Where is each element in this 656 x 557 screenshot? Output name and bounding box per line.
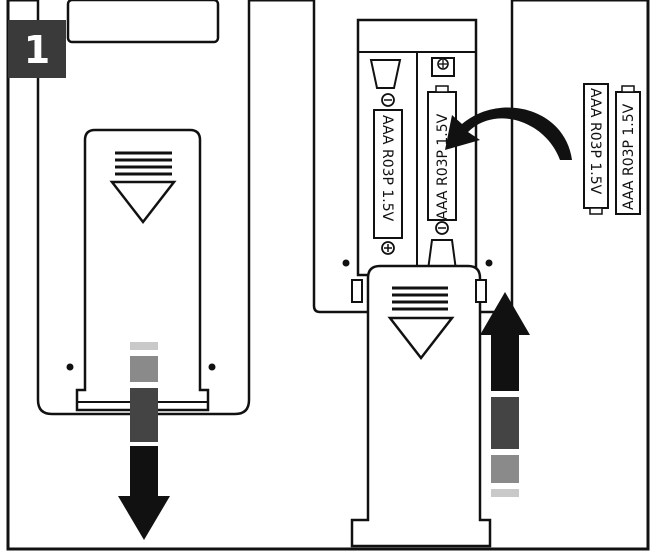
screw-dot: [485, 259, 493, 267]
battery-cover-left: [75, 128, 210, 412]
triangle-down-icon: [109, 180, 177, 225]
cover-tab: [475, 279, 487, 303]
slide-down-arrow-icon: [118, 342, 170, 540]
left-remote: [36, 0, 251, 416]
installed-battery-1: AAA R03P 1.5V: [369, 59, 403, 255]
battery-cover-right: [350, 264, 492, 548]
battery-label: AAA R03P 1.5V: [435, 113, 451, 220]
insert-battery-arrow-icon: [445, 107, 572, 160]
loose-battery-label: AAA R03P 1.5V: [587, 88, 603, 195]
step-number: 1: [24, 28, 50, 72]
step-badge: 1: [8, 20, 66, 78]
screw-dot: [66, 363, 74, 371]
grip-lines-icon: [115, 151, 172, 176]
remote-button-panel: [66, 0, 220, 44]
grip-lines-icon: [392, 286, 448, 311]
loose-battery-1: AAA R03P 1.5V: [583, 83, 609, 215]
screw-dot: [208, 363, 216, 371]
battery-label: AAA R03P 1.5V: [379, 115, 395, 222]
cover-tab: [351, 279, 363, 303]
slide-up-arrow-icon: [480, 292, 530, 497]
triangle-down-icon: [387, 316, 455, 361]
loose-battery-label: AAA R03P 1.5V: [621, 103, 637, 210]
screw-dot: [342, 259, 350, 267]
right-remote: AAA R03P 1.5V AAA R03P 1.5V: [312, 0, 514, 548]
loose-battery-2: AAA R03P 1.5V: [615, 85, 641, 215]
